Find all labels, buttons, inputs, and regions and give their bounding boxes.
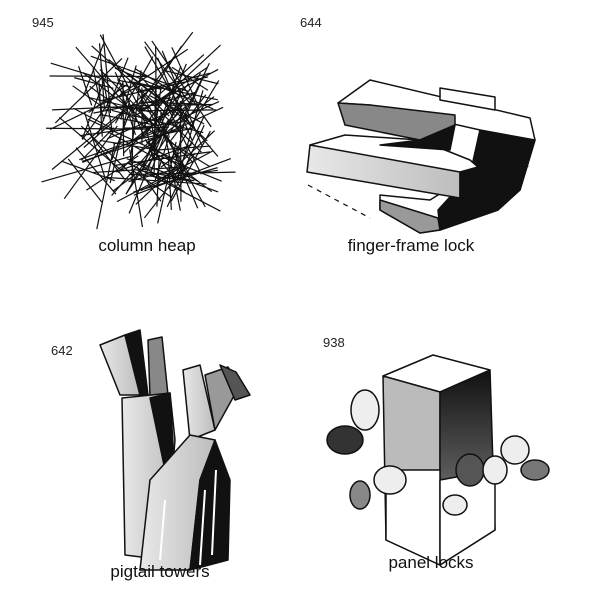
heap-stroke [89, 85, 159, 137]
heap-stroke [150, 63, 187, 151]
heap-stroke [176, 90, 204, 182]
heap-stroke [161, 69, 219, 85]
heap-stroke [167, 97, 219, 157]
heap-stroke [129, 149, 144, 228]
heap-stroke [51, 106, 129, 170]
panel-locks-drawing [326, 354, 550, 566]
heap-stroke [58, 116, 122, 171]
heap-stroke [136, 166, 162, 202]
heap-stroke [140, 101, 198, 105]
heap-stroke [117, 105, 187, 173]
heap-stroke [161, 130, 206, 208]
heap-stroke [128, 121, 169, 214]
heap-stroke [41, 155, 132, 183]
heap-stroke [50, 62, 132, 89]
heap-stroke [155, 46, 157, 126]
panel-caption: finger-frame lock [347, 236, 475, 255]
heap-stroke [154, 135, 170, 181]
heap-stroke [133, 67, 208, 118]
heap-stroke [80, 127, 115, 161]
heap-stroke [83, 89, 150, 148]
heap-stroke [74, 77, 114, 89]
panel-number: 644 [300, 15, 322, 30]
heap-stroke [107, 131, 199, 182]
heap-stroke [61, 160, 115, 182]
heap-stroke [93, 166, 179, 174]
heap-stroke [171, 66, 209, 91]
panel-number: 938 [323, 335, 345, 350]
heap-stroke [148, 143, 213, 193]
heap-stroke [81, 82, 124, 140]
heap-stroke [49, 83, 143, 130]
heap-stroke [171, 124, 185, 179]
heap-stroke [138, 109, 217, 112]
heap-stroke [170, 130, 211, 202]
heap-stroke [157, 141, 177, 224]
pigtail-towers-drawing [99, 329, 251, 571]
panel-caption: pigtail towers [110, 562, 210, 581]
heap-stroke [144, 41, 192, 105]
heap-stroke [99, 139, 160, 151]
heap-stroke [126, 31, 194, 120]
heap-stroke [82, 71, 147, 122]
heap-stroke [134, 68, 181, 97]
heap-stroke [90, 55, 190, 93]
heap-stroke [75, 147, 117, 195]
heap-stroke [143, 152, 196, 219]
heap-stroke [144, 138, 181, 187]
heap-stroke [149, 90, 182, 174]
heap-stroke [131, 101, 220, 141]
heap-stroke [151, 40, 212, 128]
heap-stroke [98, 43, 106, 110]
heap-stroke [103, 176, 207, 185]
panel-caption: column heap [98, 236, 196, 255]
heap-stroke [109, 100, 131, 184]
heap-stroke [73, 107, 114, 130]
finger-frame-lock-drawing [306, 79, 536, 234]
heap-stroke [149, 145, 211, 152]
heap-stroke [133, 158, 231, 196]
heap-stroke [98, 80, 103, 137]
heap-stroke [79, 144, 120, 161]
column-heap-drawing [41, 31, 236, 230]
heap-stroke [96, 143, 116, 230]
heap-stroke [153, 91, 196, 106]
heap-stroke [100, 76, 209, 102]
heap-stroke [127, 162, 221, 212]
heap-stroke [54, 58, 123, 124]
panel-number: 642 [51, 343, 73, 358]
panel-number: 945 [32, 15, 54, 30]
heap-stroke [87, 96, 153, 113]
panel-caption: panel locks [388, 553, 474, 572]
heap-stroke [81, 73, 108, 140]
heap-stroke [135, 96, 215, 156]
heap-stroke [157, 54, 205, 97]
heap-stroke [141, 77, 176, 116]
heap-stroke [170, 103, 213, 106]
